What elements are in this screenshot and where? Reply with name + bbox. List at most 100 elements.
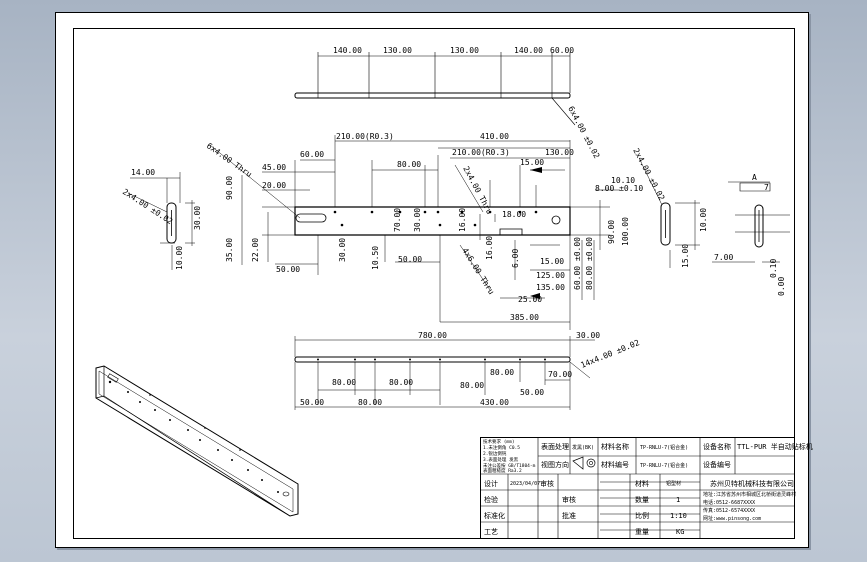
standard-label: 标准化 [484,511,505,520]
company-name: 苏州贝特机械科技有限公司 [710,479,794,488]
right-section-profile [755,205,763,247]
bottom-dim-80b: 80.00 [389,378,413,387]
top-dim-3: 130.00 [450,46,479,55]
check-label: 检验 [484,495,498,504]
device-name-label: 设备名称 [703,442,731,451]
approve2-label: 批准 [562,511,576,520]
bottom-dim-80d: 80.00 [490,368,514,377]
bottom-view-bar [295,357,570,362]
bottom-dim-50b: 50.00 [520,388,544,397]
front-dim-45: 45.00 [262,163,286,172]
bottom-dim-70: 70.00 [548,370,572,379]
bottom-dim-430: 430.00 [480,398,509,407]
front-dim-410: 410.00 [480,132,509,141]
design-label: 设计 [484,479,498,488]
front-dim-18: 18.00 [502,210,526,219]
front-dim-50b: 50.00 [398,255,422,264]
front-dim-r1: 210.00(R0.3) [336,132,394,141]
front-view: 210.00(R0.3) 410.00 210.00(R0.3) 130.00 … [205,132,643,330]
right-tol-lower: 0.00 [777,277,786,296]
front-dim-left-35: 35.00 [225,238,234,262]
front-dim-8: 8.00 ±0.10 [595,184,643,193]
weight-value: KG [676,528,684,536]
surface-value: 发黑(BK) [572,444,594,451]
bottom-dim-50a: 50.00 [300,398,324,407]
front-dim-25: 25.00 [518,295,542,304]
front-dim-135: 135.00 [536,283,565,292]
left-dim-10: 10.00 [175,246,184,270]
bottom-dim-780: 780.00 [418,331,447,340]
material-name-label: 材料名称 [601,442,629,451]
left-dim-30: 30.00 [193,206,202,230]
tech-note-1: 技术要求 (mm) [483,438,515,445]
top-dim-1: 140.00 [333,46,362,55]
approve-label: 审核 [562,495,576,504]
top-dim-5: 60.00 [550,46,574,55]
right-dim-10: 10.00 [699,208,708,232]
front-dim-10-5: 10.50 [371,246,380,270]
top-view-bar [295,93,570,98]
quantity-value: 铝型材 [666,480,681,487]
title-block [480,437,795,539]
material-name-value: TP-RNLU-7(铝合金) [640,444,688,451]
front-dim-16a: 16.00 [458,208,467,232]
process-label: 工艺 [484,528,498,536]
right-hole-note: 2x4.00 ±0.02 [631,147,666,202]
company-web: 网址:www.pinsong.com [703,515,761,522]
front-dim-10: 10.10 [611,176,635,185]
front-dim-80: 80.00 [397,160,421,169]
right-dim-7: 7.00 [714,253,733,262]
bottom-dim-80e: 80.00 [358,398,382,407]
front-notch [500,229,522,235]
front-dim-right-100: 100.00 [621,217,630,246]
scale-value: 1:10 [670,512,687,520]
right-side-view: 2x4.00 ±0.02 10.00 15.00 A 7 7.00 0.10 0… [631,147,790,296]
tech-note-6: 表面粗糙度 Ra3.2 [483,467,522,474]
quantity-label: 材料 [635,479,649,488]
top-dim-2: 130.00 [383,46,412,55]
front-dim-right-80: 80.00 ±0.00 [585,237,594,290]
front-large-hole [552,216,560,224]
top-dim-4: 140.00 [514,46,543,55]
bottom-dim-80a: 80.00 [332,378,356,387]
scale-label: 比例 [635,511,649,520]
front-dim-right-60: 60.00 ±0.00 [573,237,582,290]
tech-note-5: 未注公差按 GB/T1804-m [483,462,536,469]
right-view-profile [661,203,670,245]
left-hole-note: 2x4.00 ±0.02 [121,187,175,226]
front-dim-16b: 16.00 [485,236,494,260]
right-dim-15: 15.00 [681,244,690,268]
front-dim-15: 15.00 [520,158,544,167]
bottom-dim-30: 30.00 [576,331,600,340]
front-left-slot [296,214,326,222]
bottom-hole-note: 14x4.00 ±0.02 [579,338,641,370]
tech-note-4: 3.表面处理 发黑 [483,456,519,463]
front-dim-right-90: 90.00 [607,220,616,244]
front-dim-left-90: 90.00 [225,176,234,200]
title-block-text: 技术要求 (mm) 1.未注倒角 C0.5 2.锐边倒钝 3.表面处理 发黑 未… [483,438,813,536]
right-tol-upper: 0.10 [769,259,778,278]
front-dim-15b: 15.00 [540,257,564,266]
tech-note-2: 1.未注倒角 C0.5 [483,444,520,451]
tech-note-3: 2.锐边倒钝 [483,450,507,457]
weight-label: 重量 [635,528,649,536]
front-view-plate [295,207,570,235]
front-note-left: 6x4.00 Thru [205,141,254,179]
sign-label: 审核 [540,479,554,488]
front-dim-125: 125.00 [536,271,565,280]
drawing-sheet [55,12,809,548]
left-dim-14: 14.00 [131,168,155,177]
front-dim-60: 60.00 [300,150,324,159]
front-dim-30b: 30.00 [413,208,422,232]
front-dim-left-50: 50.00 [276,265,300,274]
isometric-view [95,365,299,517]
bottom-dim-80c: 80.00 [460,381,484,390]
company-fax: 传真:0512-6574XXXX [703,507,755,514]
bottom-view: 780.00 30.00 80.00 80.00 80.00 80.00 80.… [295,331,641,410]
front-dim-385: 385.00 [510,313,539,322]
left-side-view: 14.00 30.00 2x4.00 ±0.02 10.00 [121,168,202,270]
count-value: 1 [676,496,680,504]
front-dim-left-30: 30.00 [338,238,347,262]
count-label: 数量 [635,495,649,504]
top-view: 140.00 130.00 130.00 140.00 60.00 6x4.00… [295,46,601,160]
